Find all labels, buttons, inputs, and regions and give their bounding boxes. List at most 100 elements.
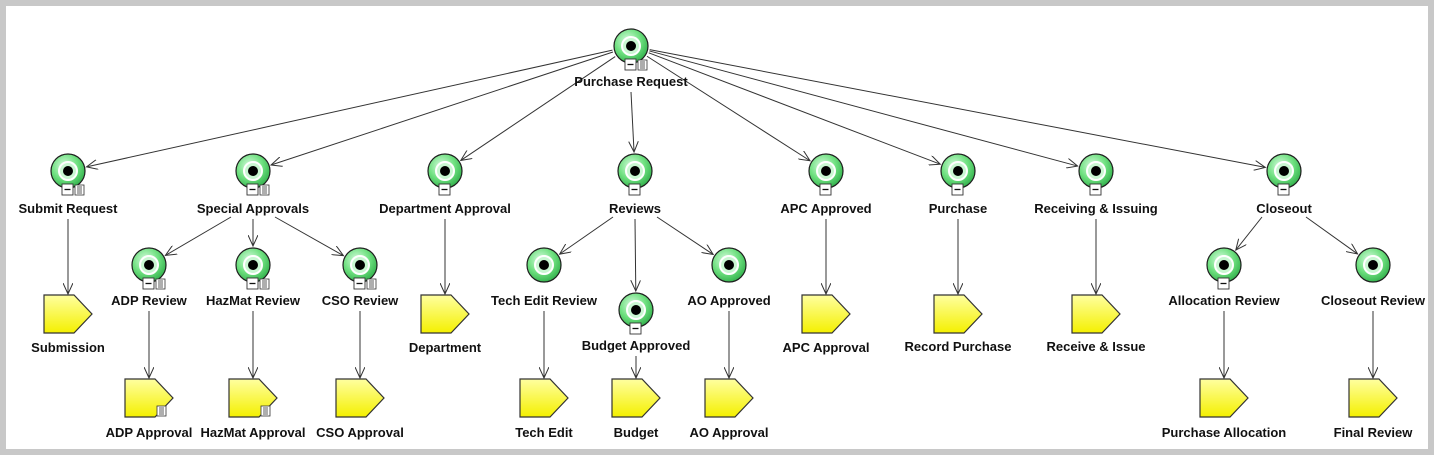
node-closeout-review[interactable]: Closeout Review (1321, 247, 1426, 308)
collapse-minus-icon[interactable] (629, 322, 642, 335)
document-list-icon (366, 278, 377, 290)
node-submit-request[interactable]: Submit Request (19, 153, 119, 216)
node-label: ADP Approval (106, 425, 193, 440)
node-label: Purchase (929, 201, 988, 216)
node-tech-edit[interactable]: Tech Edit (515, 378, 573, 440)
node-label: Department (409, 340, 482, 355)
node-adp-approval[interactable]: ADP Approval (106, 378, 193, 440)
edge-special-approvals-to-adp-review (165, 216, 232, 255)
node-purchase-request[interactable]: Purchase Request (574, 28, 688, 89)
state-dot-icon (626, 41, 636, 51)
collapse-minus-icon[interactable] (1089, 183, 1102, 196)
node-final-review[interactable]: Final Review (1334, 378, 1414, 440)
state-dot-icon (953, 166, 963, 176)
edge-purchase-request-to-apc-approved (646, 55, 810, 160)
collapse-minus-icon[interactable] (624, 58, 637, 71)
node-purchase-allocation[interactable]: Purchase Allocation (1162, 378, 1287, 440)
node-label: Submit Request (19, 201, 119, 216)
document-shape-icon (933, 294, 983, 334)
node-label: HazMat Review (206, 293, 301, 308)
edge-purchase-request-to-receiving-issuing (649, 50, 1077, 166)
state-dot-icon (1219, 260, 1229, 270)
node-tech-edit-review[interactable]: Tech Edit Review (491, 247, 598, 308)
node-department[interactable]: Department (409, 294, 482, 355)
node-submission[interactable]: Submission (31, 294, 105, 355)
node-ao-approved[interactable]: AO Approved (687, 247, 771, 308)
node-label: Budget (614, 425, 659, 440)
node-label: Reviews (609, 201, 661, 216)
document-shape-icon (43, 294, 93, 334)
edge-closeout-to-closeout-review (1305, 216, 1358, 254)
node-label: Tech Edit Review (491, 293, 598, 308)
node-label: Receive & Issue (1046, 339, 1145, 354)
node-cso-review[interactable]: CSO Review (322, 247, 399, 308)
document-shape-icon (801, 294, 851, 334)
node-label: Receiving & Issuing (1034, 201, 1158, 216)
node-department-approval[interactable]: Department Approval (379, 153, 511, 216)
edge-special-approvals-to-cso-review (274, 216, 343, 256)
node-label: Allocation Review (1168, 293, 1280, 308)
document-shape-icon (519, 378, 569, 418)
node-closeout[interactable]: Closeout (1256, 153, 1312, 216)
node-apc-approved[interactable]: APC Approved (780, 153, 872, 216)
node-label: APC Approval (783, 340, 870, 355)
state-dot-icon (440, 166, 450, 176)
node-label: Budget Approved (582, 338, 691, 353)
state-dot-icon (248, 260, 258, 270)
collapse-minus-icon[interactable] (819, 183, 832, 196)
document-list-icon (74, 184, 85, 196)
node-label: Submission (31, 340, 105, 355)
node-label: Purchase Request (574, 74, 688, 89)
document-list-icon (259, 184, 270, 196)
node-special-approvals[interactable]: Special Approvals (197, 153, 309, 216)
node-label: HazMat Approval (201, 425, 306, 440)
edge-purchase-request-to-submit-request (87, 49, 613, 167)
collapse-minus-icon[interactable] (628, 183, 641, 196)
node-budget[interactable]: Budget (611, 378, 661, 440)
document-list-icon (637, 59, 648, 71)
node-allocation-review[interactable]: Allocation Review (1168, 247, 1281, 308)
document-shape-icon (335, 378, 385, 418)
node-apc-approval[interactable]: APC Approval (783, 294, 870, 355)
node-label: AO Approved (687, 293, 770, 308)
collapse-minus-icon[interactable] (246, 183, 259, 196)
state-dot-icon (248, 166, 258, 176)
node-receive-issue[interactable]: Receive & Issue (1046, 294, 1146, 354)
collapse-minus-icon[interactable] (246, 277, 259, 290)
edge-purchase-request-to-reviews (631, 91, 634, 152)
node-purchase[interactable]: Purchase (929, 153, 988, 216)
collapse-minus-icon[interactable] (353, 277, 366, 290)
state-dot-icon (1368, 260, 1378, 270)
node-label: Department Approval (379, 201, 511, 216)
state-dot-icon (1091, 166, 1101, 176)
node-label: Special Approvals (197, 201, 309, 216)
edge-reviews-to-tech-edit-review (560, 216, 614, 254)
document-list-icon (155, 278, 166, 290)
node-receiving-issuing[interactable]: Receiving & Issuing (1034, 153, 1158, 216)
document-shape-icon (1071, 294, 1121, 334)
node-label: Record Purchase (905, 339, 1012, 354)
node-record-purchase[interactable]: Record Purchase (905, 294, 1012, 354)
state-dot-icon (144, 260, 154, 270)
node-cso-approval[interactable]: CSO Approval (316, 378, 404, 440)
edge-closeout-to-allocation-review (1236, 216, 1263, 250)
collapse-minus-icon[interactable] (61, 183, 74, 196)
node-label: CSO Review (322, 293, 399, 308)
collapse-minus-icon[interactable] (142, 277, 155, 290)
node-ao-approval[interactable]: AO Approval (690, 378, 769, 440)
edge-purchase-request-to-purchase (648, 52, 941, 164)
document-list-icon (259, 278, 270, 290)
edges-layer (68, 49, 1373, 378)
node-hazmat-review[interactable]: HazMat Review (206, 247, 301, 308)
node-adp-review[interactable]: ADP Review (111, 247, 188, 308)
node-reviews[interactable]: Reviews (609, 153, 661, 216)
node-hazmat-approval[interactable]: HazMat Approval (201, 378, 306, 440)
collapse-minus-icon[interactable] (1217, 277, 1230, 290)
collapse-minus-icon[interactable] (1277, 183, 1290, 196)
collapse-minus-icon[interactable] (438, 183, 451, 196)
node-budget-approved[interactable]: Budget Approved (582, 292, 691, 353)
collapse-minus-icon[interactable] (951, 183, 964, 196)
state-dot-icon (821, 166, 831, 176)
